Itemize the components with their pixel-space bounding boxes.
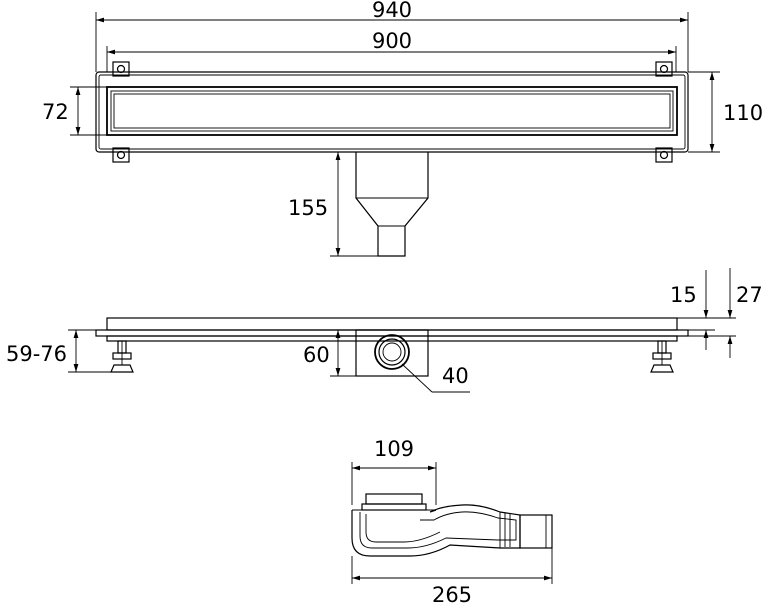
label-grate-width: 72: [42, 100, 69, 124]
mounting-bracket-bottom-left: [112, 147, 130, 163]
label-outlet-diameter: 40: [442, 364, 469, 388]
mounting-bracket-top-right: [655, 61, 673, 77]
drain-body-outline: [95, 71, 689, 153]
label-total-width: 110: [723, 101, 763, 125]
top-view: 940 900 72: [42, 0, 763, 257]
channel-body-side: [106, 335, 678, 342]
outlet-funnel: [355, 152, 429, 257]
label-total-length: 940: [372, 0, 412, 22]
label-grate-thickness: 15: [670, 283, 697, 307]
siphon-outlet-pipe: [519, 514, 553, 549]
label-frame-height: 27: [736, 283, 763, 307]
mounting-bracket-top-left: [112, 61, 130, 77]
label-outlet-depth: 155: [288, 196, 328, 220]
label-leg-height: 59-76: [6, 342, 67, 366]
label-inner-length: 900: [372, 29, 412, 53]
side-view: 40 60 59-76 15 27: [6, 268, 763, 393]
leader-outlet-diameter: [401, 363, 433, 393]
grate-outline: [106, 86, 678, 136]
label-siphon-height: 60: [303, 343, 330, 367]
adjustable-leg-left: [110, 340, 134, 373]
label-siphon-length: 265: [432, 583, 472, 607]
label-siphon-top-width: 109: [374, 437, 414, 461]
siphon-housing-side: [355, 329, 429, 377]
mounting-bracket-bottom-right: [655, 147, 673, 163]
outlet-pipe-circle: [374, 334, 410, 370]
siphon-body-outline: [351, 504, 521, 557]
siphon-section-view: 109 265: [351, 437, 553, 607]
grate-plate-side: [106, 317, 678, 331]
adjustable-leg-right: [650, 340, 674, 373]
